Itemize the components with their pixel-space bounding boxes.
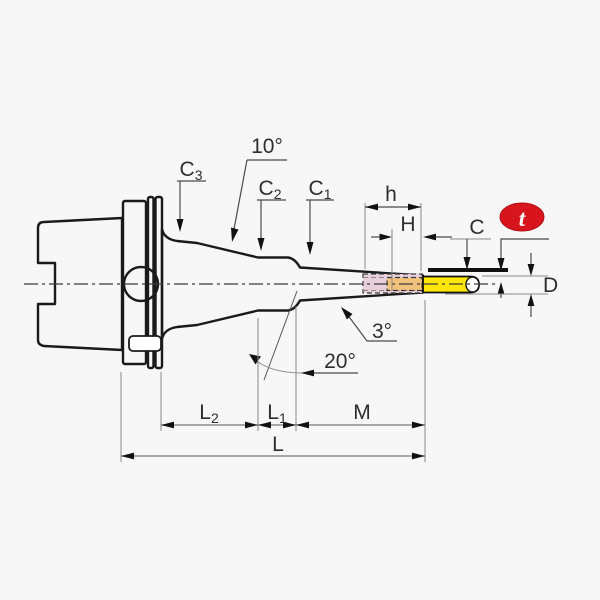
runout-badge-t: t [497,202,549,298]
dim-C: C [450,216,491,270]
flange-v-strip-left [146,195,155,370]
dim-c3: C3 [176,158,206,232]
dim-H: H [371,213,452,291]
label-m: M [353,401,371,424]
taper-shank [36,216,124,352]
label-angle-20: 20° [324,350,356,373]
dim-m: M [296,401,425,429]
label-H: H [400,213,415,236]
dim-l2: L2 [161,401,258,429]
dim-angle-3: 3° [341,307,397,343]
label-angle-10: 10° [251,135,283,158]
label-l2: L2 [199,401,219,426]
extension-lines [120,300,426,462]
drive-slot [128,335,162,352]
label-h: h [385,183,397,206]
label-c1: C1 [309,177,332,202]
dim-h: h [364,183,422,271]
dim-D: D [445,253,558,317]
label-angle-3: 3° [372,320,392,343]
dim-l: L [121,433,425,460]
badge-letter: t [519,206,526,231]
label-c2: C2 [259,177,282,202]
badge-ellipse [499,202,545,232]
dim-l1: L1 [258,401,296,429]
label-l: L [272,433,284,456]
dim-c2: C2 [257,177,286,251]
label-D: D [543,274,558,297]
label-l1: L1 [267,401,287,426]
label-C: C [469,216,484,239]
dim-angle-10: 10° [231,135,287,242]
label-c3: C3 [180,158,203,183]
dim-c1: C1 [306,177,334,255]
